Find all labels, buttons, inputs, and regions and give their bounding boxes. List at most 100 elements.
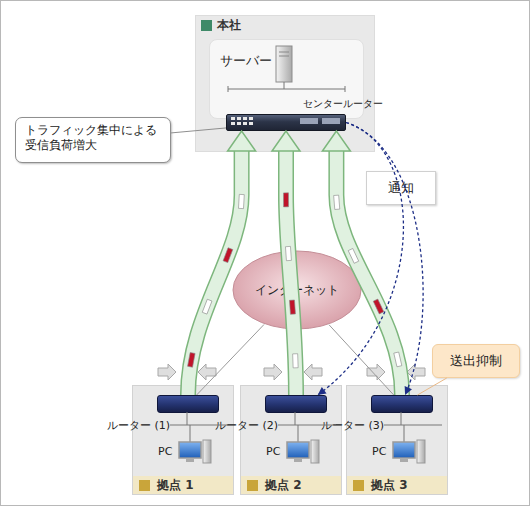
node-text: 拠点 2 [241,476,341,494]
wire [295,412,296,425]
node-text: 拠点 1 [133,476,233,494]
plain-line [287,131,295,250]
tower [417,440,425,463]
node-text: ルーター (2) [215,419,278,433]
node-text: PC [266,445,280,459]
node-text: 拠点 3 [347,476,447,494]
port [243,122,247,125]
port [231,122,235,125]
port [237,117,241,120]
arrow-head [405,386,412,395]
packet [289,300,295,314]
arrow-head [228,131,256,151]
small-arrow [367,364,385,380]
plain-line [417,378,446,395]
node-text: サーバー [220,53,272,69]
node-text: ルーター (3) [321,419,384,433]
small-arrow [304,364,322,380]
packet [373,299,383,314]
node-text: 送出抑制 [450,353,502,369]
packet [285,246,291,260]
small-arrow [198,364,216,380]
wire [404,425,405,442]
traffic-arrow [272,131,300,395]
server-icon [276,46,292,82]
slot [300,118,318,124]
packet [188,353,195,368]
tower [311,440,319,463]
plain-line [197,324,264,395]
wire [170,425,228,426]
dashed-line [318,123,404,396]
arrow-head [322,131,350,151]
server-wire [284,82,285,89]
router-ports [231,117,340,125]
packet [334,195,340,209]
stand [294,459,302,462]
wire [298,425,299,442]
port [237,122,241,125]
wire [401,412,402,425]
port [249,117,253,120]
packet [394,352,402,367]
traffic-arrow [188,131,256,395]
monitor [393,442,415,458]
site-box: 拠点 2 ルーター (2) PC [240,385,342,495]
wire [187,412,188,425]
server-slot [279,56,289,57]
inout-arrows [158,364,425,380]
port [243,117,247,120]
pc-node: PC [179,441,213,467]
packet [283,193,288,207]
lan-bus [228,89,345,90]
connector-line [171,128,226,133]
packet [223,248,233,263]
plain-line [329,325,394,395]
arrow-shaft [336,151,402,395]
small-arrow [264,364,282,380]
arrow-shaft [188,151,242,395]
port [231,117,235,120]
site-box: 拠点 3 ルーター (3) PC [346,385,448,495]
plain-line [296,330,298,395]
small-arrow [158,364,176,380]
connector-line [329,325,394,395]
traffic-arrow [322,131,402,395]
pc-node: PC [393,441,427,467]
packet [238,194,244,208]
arrow-shaft-outline [286,151,296,395]
packet [293,354,298,368]
lan-bus-end [345,86,346,92]
notify-arrow [346,123,423,396]
stand [186,459,194,462]
node-text: インターネット [255,283,339,298]
arrow-head [318,387,327,395]
notify-arrow [318,123,404,396]
node-text: PC [158,445,172,459]
site-box: 本社サーバーセンタールーター [195,15,375,152]
monitor [179,442,201,458]
arrow-head [272,131,300,151]
node-text: ルーター (1) [107,419,170,433]
wire [190,425,191,442]
callout-box: トラフィック集中による 受信負荷増大 [15,117,171,163]
connector-line [197,324,264,395]
center-router: センタールーター [226,114,346,131]
base-wires [170,412,442,442]
internet-cloud: インターネット [232,250,362,330]
router-device: ルーター (3) [371,395,433,413]
stand [400,459,408,462]
port [249,122,253,125]
node-text: PC [372,445,386,459]
node-text: センタールーター [303,98,383,111]
tower [203,440,211,463]
packet [348,248,358,263]
arrow-shaft-outline [336,151,402,395]
node-text: 本社 [201,18,241,33]
plain-line [171,128,226,133]
router-device: ルーター (2) [265,395,327,413]
connector-line [296,330,298,395]
node-text: トラフィック集中による 受信負荷増大 [25,123,163,153]
